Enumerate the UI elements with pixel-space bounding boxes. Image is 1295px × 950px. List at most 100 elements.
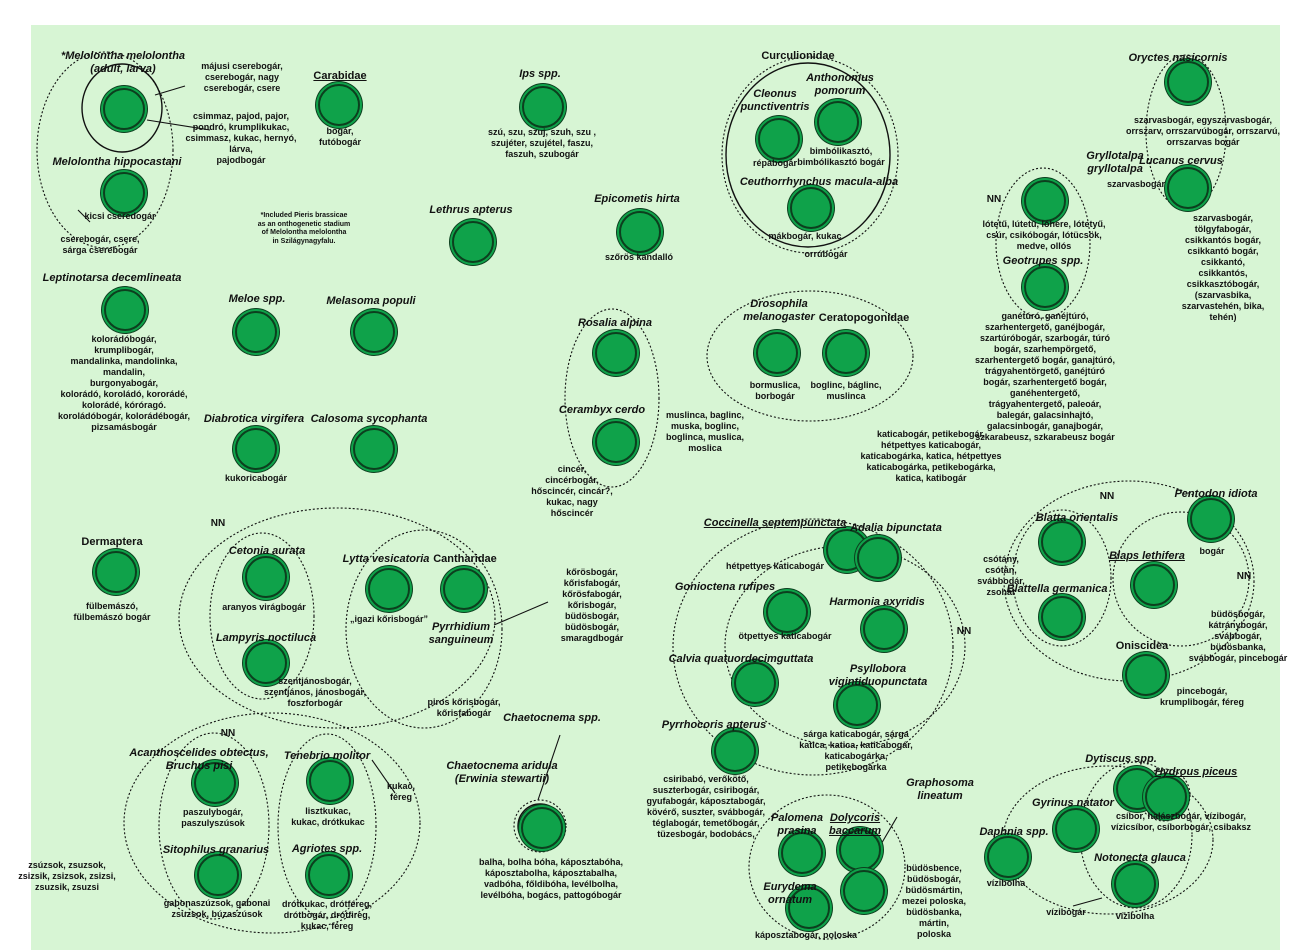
adalia-node [857,537,899,579]
water-group-pointer [1073,898,1102,906]
gryllotalpa-node [1024,180,1066,222]
calvia-title: Calvia quatuordecimguttata [669,653,814,666]
diptera-group-common-names: muslinca, baglinc,muska, boglinc,boglinc… [666,410,744,454]
agriotes-node [308,854,350,896]
pyrrhocoris-node [714,730,756,772]
daphnia-title: Daphnia spp. [979,826,1048,839]
larva-group-common-names: kukac,féreg [387,781,415,803]
lucanus-node [1167,167,1209,209]
gryllotalpa-common-names: lótetű, lútetű, lóhere, lótetyű,csúr, cs… [982,219,1105,252]
pentodon-title: Pentodon idiota [1174,488,1257,501]
calosoma-node [353,428,395,470]
meloid-group-common-names: kőrösbogár,kőrisfabogár,kőrösfabogár,kőr… [561,567,624,644]
lytta-node [368,568,410,610]
daphnia-node [987,836,1029,878]
notonecta-node [1114,863,1156,905]
geotrupes-common-names: ganétúró, ganéjtúró,szarhentergető, gané… [975,311,1115,443]
oniscidea-common-names: pincebogár,krumplibogár, féreg [1160,686,1244,708]
ips-node [522,86,564,128]
meloid-pointer-line [494,602,548,625]
melasoma-node [353,311,395,353]
lytta-title: Lytta vesicatoria [343,553,430,566]
ceratopogonidae-title: Ceratopogonidae [819,312,909,325]
gyrinus-title: Gyrinus natator [1032,797,1114,810]
chaetocnema-title: Chaetocnema spp. [503,712,601,725]
meloe-title: Meloe spp. [229,293,286,306]
scarab-group-common-names: szarvasbogár [1107,179,1165,190]
blaps-common-names: büdösbogár,kátránybogár,svábbogár,büdösb… [1189,609,1288,664]
pyrrhocoris-common-names: csiribabó, verőkötő,suszterbogár, csirib… [646,774,765,840]
cetonia-node [245,556,287,598]
pentodon-common-names: bogár [1199,546,1224,557]
melolontha-hippocastani-node [103,172,145,214]
psyllobora-common-names: sárga katicabogár, sárgakatica, katica, … [799,729,913,773]
ips-title: Ips spp. [519,68,561,81]
nn-label: NN [1237,571,1251,583]
melolontha-hippocastani-common-names: kicsi cseredogár [84,211,155,222]
cerambyx-title: Cerambyx cerdo [559,404,645,417]
anthonomus-title: Anthonomuspomorum [806,72,874,99]
blaps-title: Blaps lethifera [1109,550,1185,563]
leptinotarsa-title: Leptinotarsa decemlineata [43,272,182,285]
gyrinus-node [1055,808,1097,850]
agriotes-title: Agriotes spp. [292,843,362,856]
carabidae-common-names: bogár,futóbogár [319,126,361,148]
blatta-node [1041,521,1083,563]
cerambycid-group-common-names: cincér,cincérbogár,hőscincér, cincár?,ku… [531,464,613,519]
curculionid-pest-group-common-names: zsúzsok, zsuzsok,zsizsik, zsizsok, zsizs… [18,860,116,893]
lytta-common-names: „igazi kőrisbogár” [350,614,428,625]
nn-label: NN [211,518,225,530]
diabrotica-title: Diabrotica virgifera [204,413,304,426]
pentodon-node [1190,498,1232,540]
dolycoris-title: Dolycorisbaccarum [829,812,881,839]
lucanus-title: Lucanus cervus [1139,155,1223,168]
sitophilus-common-names: gabonaszúzsok, gabonaizsuzsok, búzaszúso… [164,898,271,920]
oryctes-node [1167,61,1209,103]
adalia-title: Adalia bipunctata [850,522,942,535]
pyrrhidium-node [443,568,485,610]
meloe-node [235,311,277,353]
psyllobora-node [836,684,878,726]
pentatomid-group-common-names: büdösbence,büdösbogár,büdösmártin,mezei … [902,863,966,940]
gonioctena-node [766,591,808,633]
blatta-title: Blatta orientalis [1036,512,1119,525]
oniscidea-title: Oniscidea [1116,640,1169,653]
drosophila-common-names: bormuslica,borbogár [750,380,801,402]
dermaptera-node [95,551,137,593]
melolontha-hippocastani-title: Melolontha hippocastani [53,156,182,169]
gonioctena-title: Gonioctena rufipes [675,581,775,594]
chaetocnema-aridula-title: Chaetocnema aridula(Erwinia stewartii) [446,760,557,787]
blattella-node [1041,596,1083,638]
sitophilus-title: Sitophilus granarius [163,844,269,857]
curculionidae-group-common-names: orrúbogár [804,249,847,260]
lucanus-common-names: szarvasbogár,tölgyfabogár,csikkantós bog… [1182,213,1265,323]
coccinella-group-common-names: katicabogár, petikebogár,hétpettyes kati… [860,429,1001,484]
geotrupes-node [1024,266,1066,308]
geotrupes-title: Geotrupes spp. [1003,255,1084,268]
leptinotarsa-common-names: kolorádóbogár,krumplibogár,mandalinka, m… [58,334,190,433]
melolontha-melolontha-title: *Melolontha melolontha(adult, larva) [61,50,185,77]
tenebrio-common-names: lisztkukac,kukac, drótkukac [291,806,365,828]
nn-label: NN [1100,491,1114,503]
ceuthorrhynchus-title: Ceuthorrhynchus macula-alba [740,176,898,189]
dermaptera-title: Dermaptera [81,536,142,549]
harmonia-title: Harmonia axyridis [829,596,924,609]
ceratopogonidae-node [825,332,867,374]
calosoma-title: Calosoma sycophanta [311,413,428,426]
lampyris-title: Lampyris noctiluca [216,632,316,645]
acanthoscelides-title: Acanthoscelides obtectus,Bruchus pisi [129,747,268,774]
footnote: *Included Pieris brassicaeas an onthogen… [258,212,351,246]
cerambyx-node [595,421,637,463]
nn-label: NN [221,728,235,740]
rosalia-title: Rosalia alpina [578,317,652,330]
daphnia-common-names: vízibolha [987,878,1026,889]
diabrotica-common-names: kukoricabogár [225,473,287,484]
carabidae-node [318,84,360,126]
cantharidae-title: Cantharidae [433,553,497,566]
hydrous-common-names: csíbor, halászbogár, vízibogár,vízicsíbo… [1111,811,1251,833]
